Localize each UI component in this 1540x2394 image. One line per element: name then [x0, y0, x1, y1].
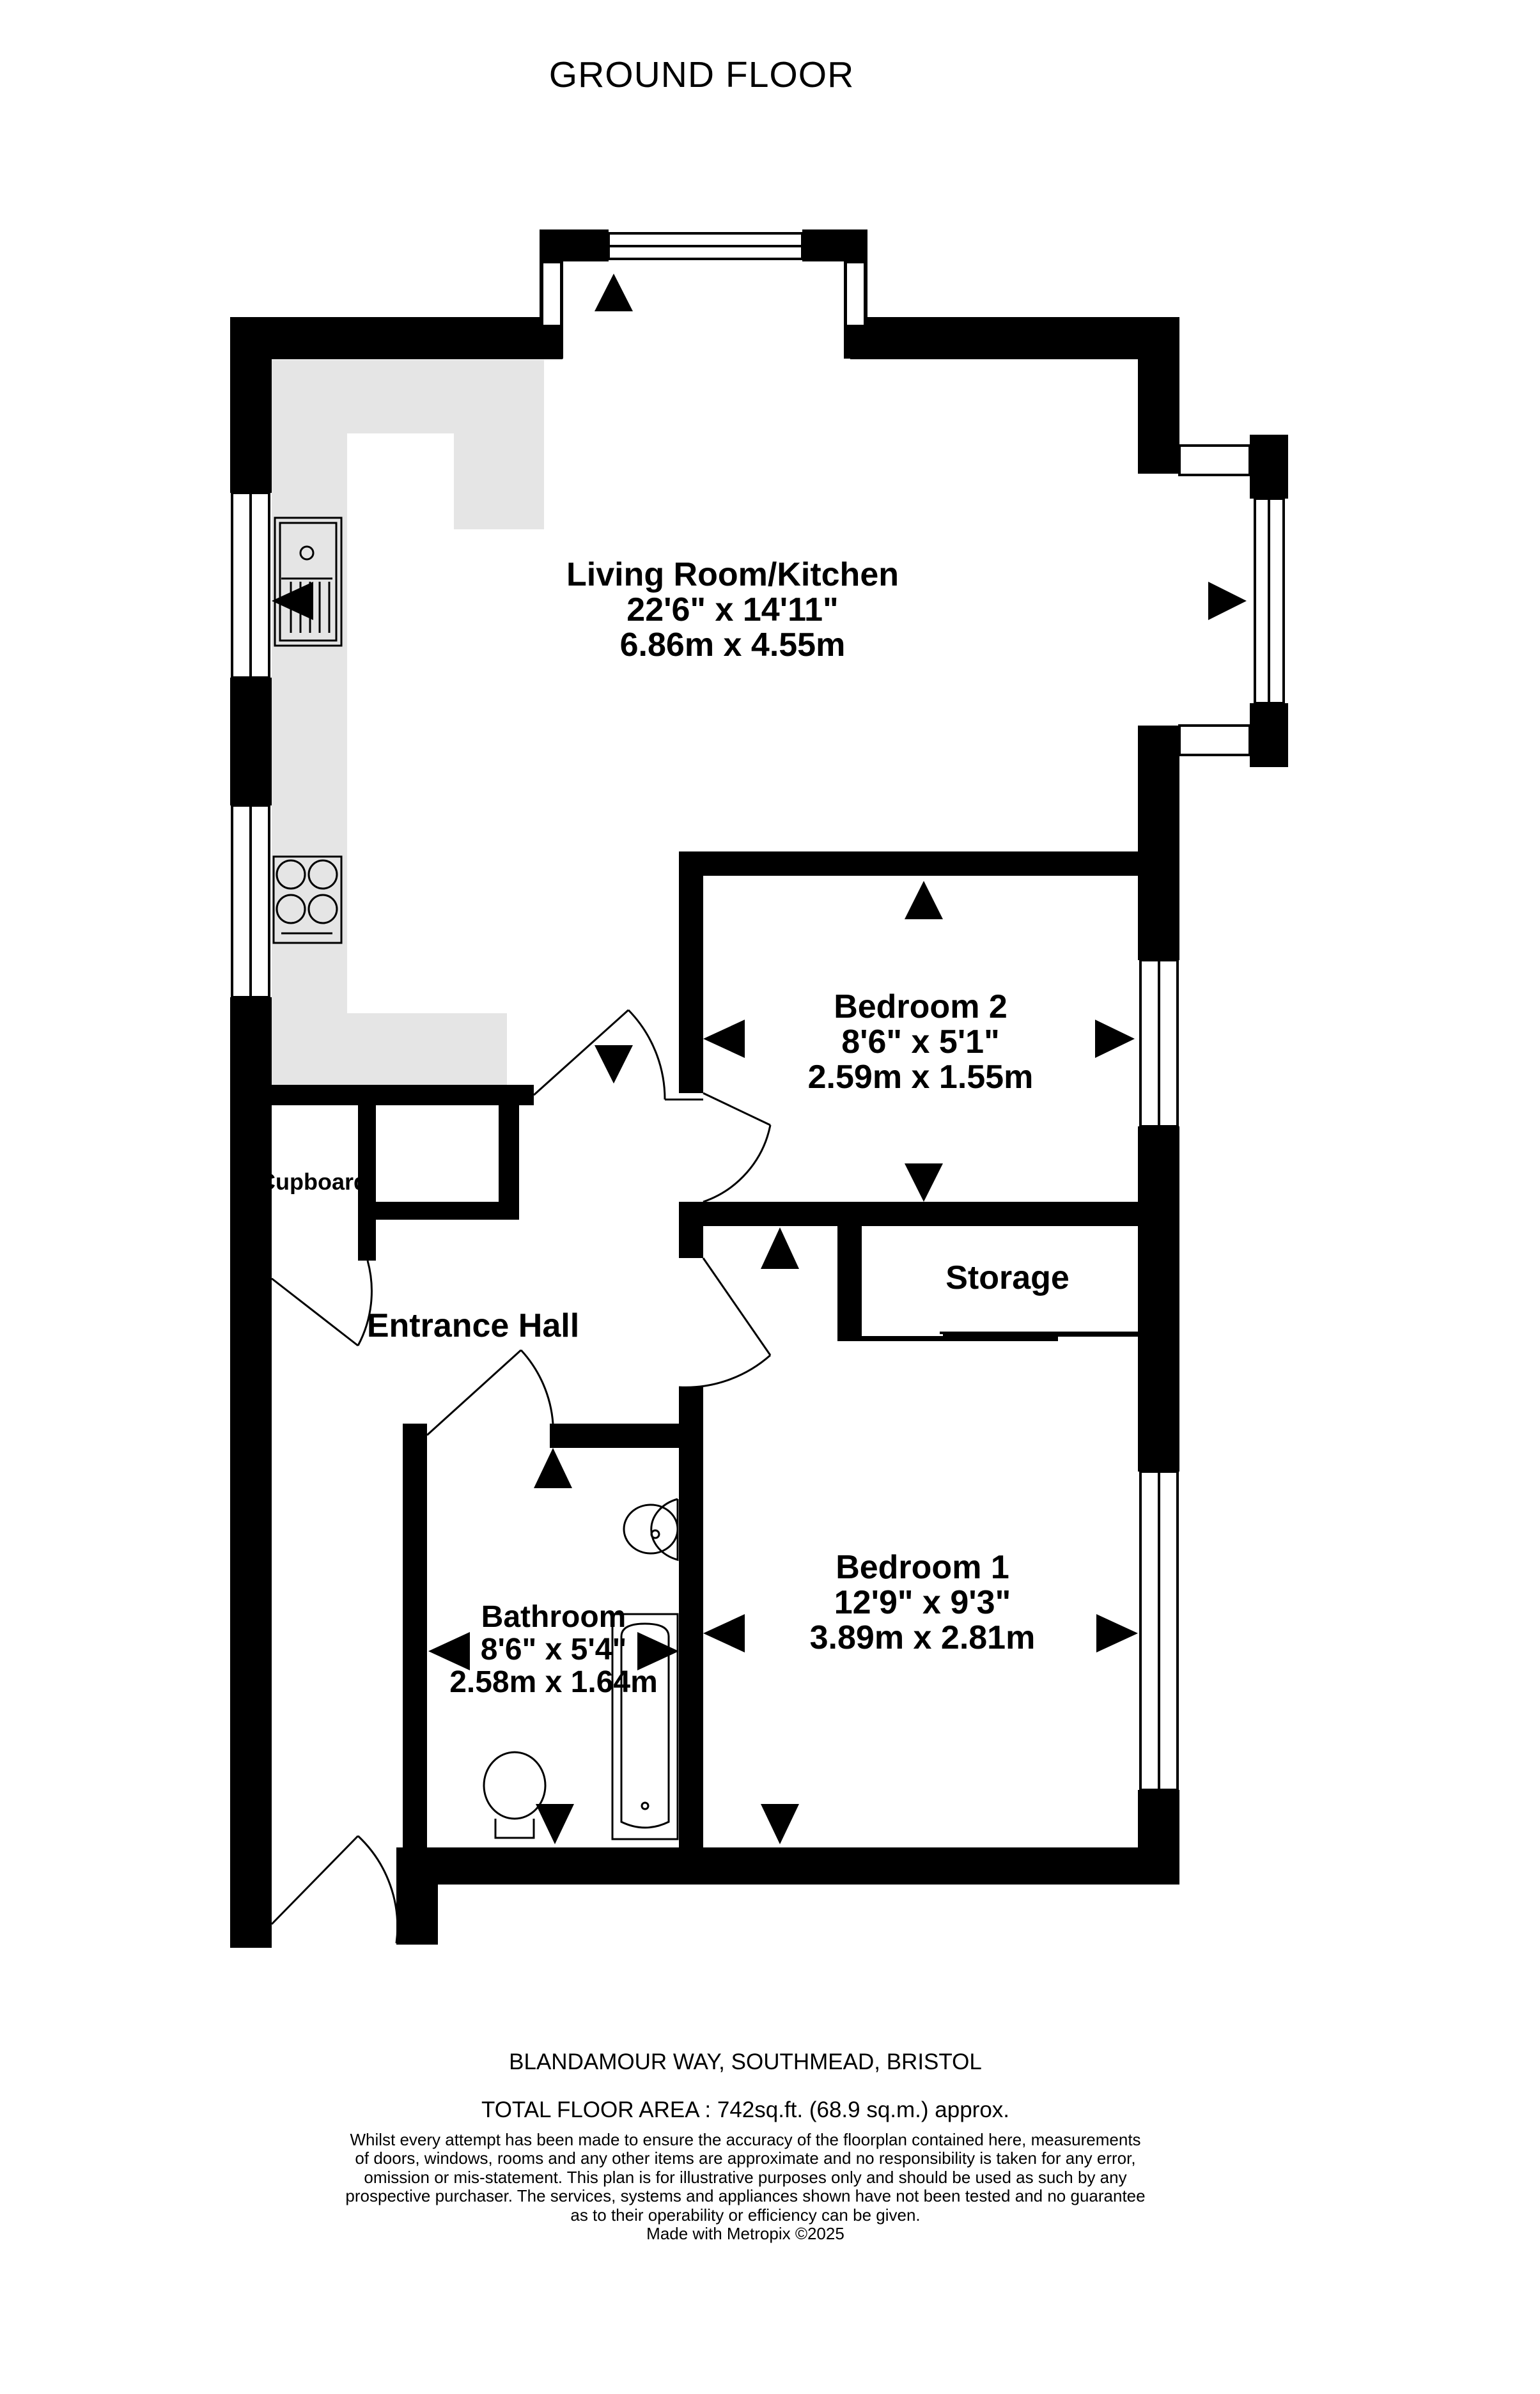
living-room-name: Living Room/Kitchen: [566, 556, 899, 593]
doors: [270, 1009, 772, 1944]
living-room-label: Living Room/Kitchen 22'6" x 14'11" 6.86m…: [547, 557, 918, 663]
storage-label: Storage: [945, 1259, 1069, 1296]
disclaimer-line: of doors, windows, rooms and any other i…: [355, 2149, 1136, 2168]
floor-title: GROUND FLOOR: [548, 54, 855, 95]
bedroom-2-imperial: 8'6" x 5'1": [841, 1023, 1000, 1061]
kitchen-counter: [272, 360, 544, 1085]
disclaimer: Whilst every attempt has been made to en…: [0, 2130, 1491, 2243]
bathroom-imperial: 8'6" x 5'4": [480, 1632, 627, 1667]
bedroom-1-label: Bedroom 1 12'9" x 9'3" 3.89m x 2.81m: [788, 1550, 1057, 1656]
living-room-imperial: 22'6" x 14'11": [626, 591, 839, 629]
bathroom-label: Bathroom 8'6" x 5'4" 2.58m x 1.64m: [432, 1601, 675, 1699]
disclaimer-line: omission or mis-statement. This plan is …: [364, 2167, 1127, 2187]
bath-icon: [611, 1613, 679, 1840]
walls: [230, 229, 1288, 1948]
property-address: BLANDAMOUR WAY, SOUTHMEAD, BRISTOL: [509, 2049, 982, 2074]
disclaimer-line: prospective purchaser. The services, sys…: [345, 2186, 1146, 2206]
bedroom-1-name: Bedroom 1: [836, 1549, 1009, 1586]
hob-icon: [272, 855, 343, 944]
entrance-hall-label: Entrance Hall: [366, 1307, 580, 1344]
bathroom-metric: 2.58m x 1.64m: [449, 1665, 658, 1699]
bedroom-2-metric: 2.59m x 1.55m: [807, 1059, 1034, 1096]
total-floor-area: TOTAL FLOOR AREA : 742sq.ft. (68.9 sq.m.…: [481, 2097, 1010, 2122]
windows: [231, 232, 1285, 1791]
bedroom-1-imperial: 12'9" x 9'3": [834, 1584, 1011, 1622]
toilet-icon: [483, 1751, 547, 1839]
direction-arrows: [272, 274, 1247, 1844]
disclaimer-line: Whilst every attempt has been made to en…: [350, 2130, 1141, 2149]
credit: Made with Metropix ©2025: [646, 2223, 844, 2243]
cupboard-label: Cupboard: [259, 1170, 364, 1195]
bedroom-2-label: Bedroom 2 8'6" x 5'1" 2.59m x 1.55m: [793, 988, 1048, 1096]
living-room-metric: 6.86m x 4.55m: [619, 626, 846, 664]
bedroom-1-metric: 3.89m x 2.81m: [809, 1619, 1036, 1657]
washbasin-icon: [623, 1498, 679, 1561]
disclaimer-line: as to their operability or efficiency ca…: [570, 2205, 921, 2225]
bathroom-name: Bathroom: [481, 1600, 626, 1634]
bedroom-2-name: Bedroom 2: [834, 988, 1007, 1025]
